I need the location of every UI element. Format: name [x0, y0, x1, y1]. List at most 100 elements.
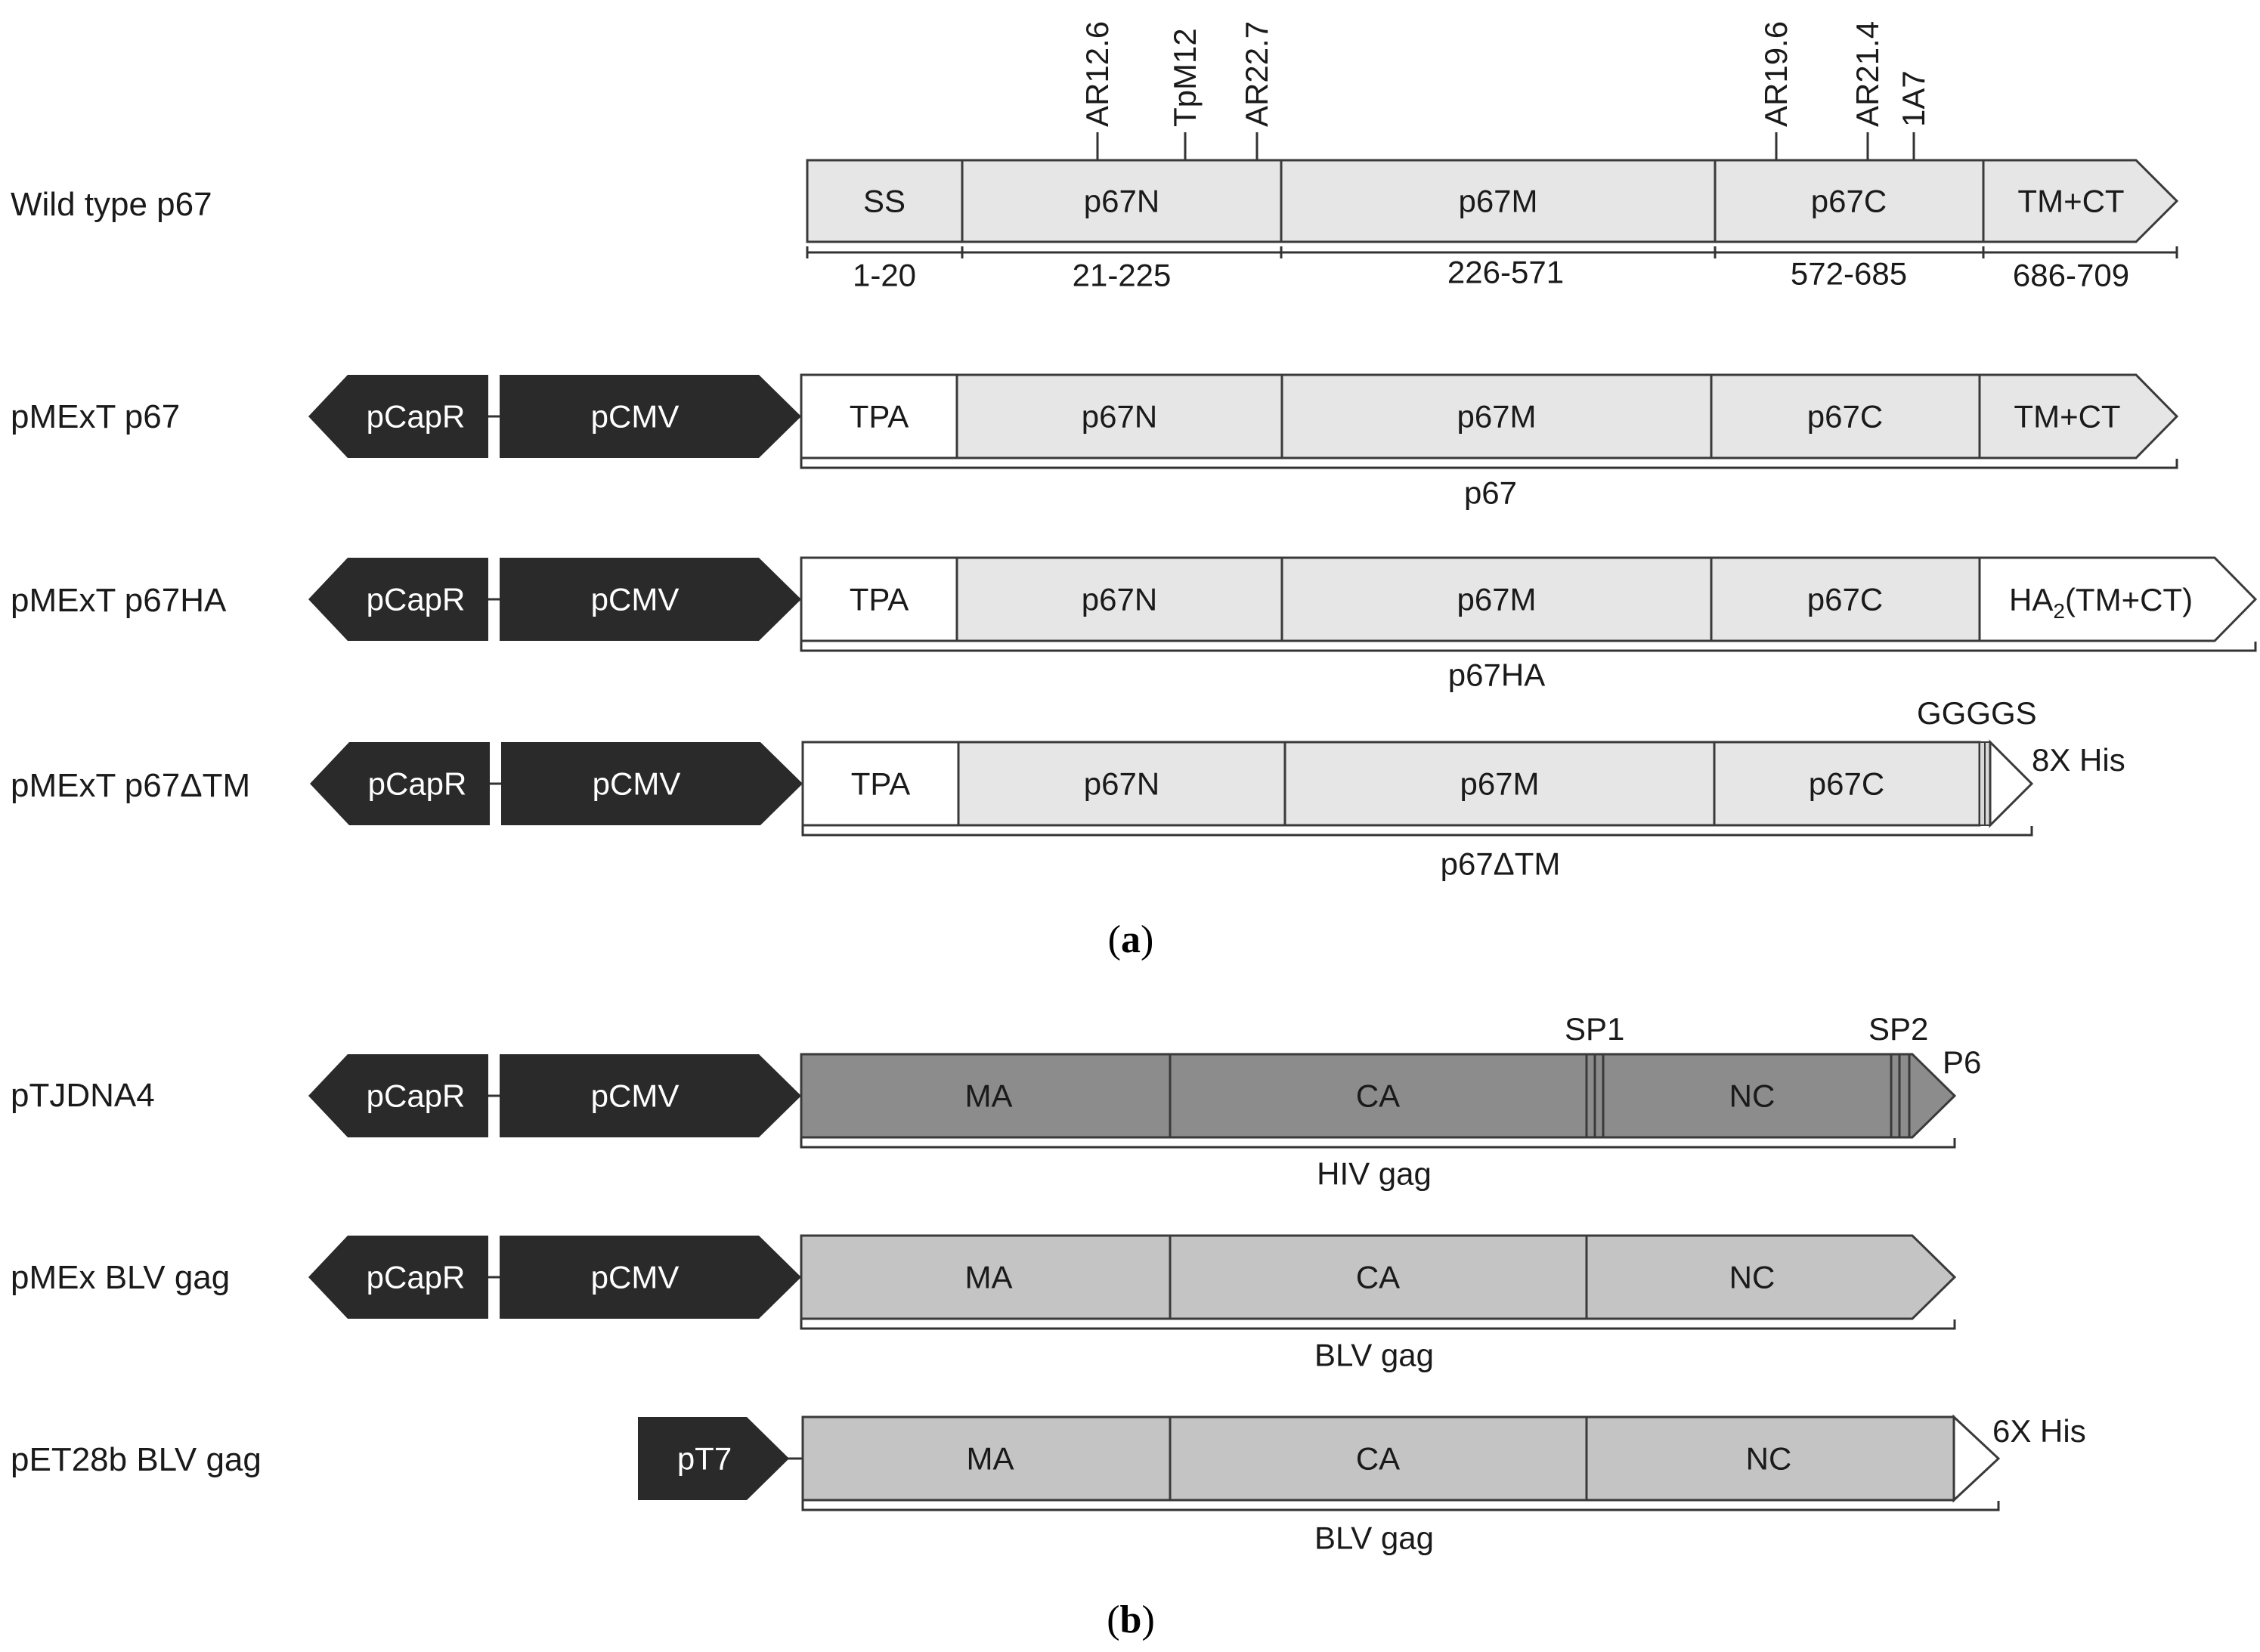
epitope-label: AR19.6	[1758, 21, 1794, 127]
segment-ca	[1169, 1234, 1588, 1320]
bracket	[801, 1501, 2000, 1511]
segment-p67c	[1710, 556, 1981, 642]
epitope-label: AR22.7	[1239, 21, 1274, 127]
row-label: pMEx BLV gag	[11, 1259, 230, 1296]
promoter-pt7	[638, 1417, 789, 1500]
segment-ma	[800, 1053, 1172, 1139]
bracket	[800, 1138, 1956, 1149]
promoter-pcapr	[308, 375, 488, 458]
row-label: pTJDNA4	[11, 1077, 155, 1114]
segment-label: p67C	[1807, 582, 1883, 617]
promoter-label: pCapR	[368, 766, 467, 802]
row-wild-type-p67: Wild type p67 AR12.6 TpM12 AR22.7 AR19.6…	[11, 21, 2179, 293]
segment-label: p67M	[1458, 184, 1537, 219]
segment-ma	[800, 1234, 1172, 1320]
promoter-label: pCapR	[367, 1078, 466, 1114]
promoter-pcapr	[308, 558, 488, 641]
his-tag-arrow	[1989, 739, 2034, 828]
segment-nc	[1585, 1415, 1955, 1502]
row-pet28b-blv-gag: pET28b BLV gag pT7 MA CA NC 6X His BLV g…	[11, 1413, 2086, 1556]
segment-label: NC	[1746, 1441, 1792, 1477]
epitope-label: TpM12	[1167, 28, 1203, 127]
segment-label: MA	[965, 1260, 1013, 1295]
marker-sp2: SP2	[1868, 1011, 1928, 1047]
bracket	[801, 826, 2033, 837]
segment-ss	[806, 159, 964, 243]
row-label: Wild type p67	[11, 186, 212, 223]
promoter-pcapr	[310, 742, 490, 825]
segment-label: NC	[1729, 1078, 1775, 1114]
promoter-pcmv	[500, 1054, 801, 1137]
promoter-label: pT7	[677, 1441, 732, 1477]
row-label: pMExT p67HA	[11, 582, 227, 619]
segment-label: CA	[1356, 1441, 1400, 1477]
row-label: pMExT p67ΔTM	[11, 767, 250, 804]
segment-label: NC	[1729, 1260, 1775, 1295]
linker-label: GGGGS	[1917, 695, 2037, 731]
panel-label-b: (b)	[1107, 1598, 1155, 1641]
row-pmext-p67ha: pMExT p67HA pCapR pCMV TPA p67N p67M p67…	[11, 556, 2258, 693]
segment-ma	[801, 1415, 1172, 1502]
bracket-label: p67	[1464, 475, 1517, 511]
promoter-label: pCMV	[591, 1260, 680, 1295]
bracket-label: BLV gag	[1314, 1338, 1434, 1373]
bracket-label: BLV gag	[1314, 1521, 1434, 1556]
promoter-label: pCapR	[367, 1260, 466, 1295]
segment-label: TPA	[851, 766, 911, 802]
segment-label: MA	[965, 1078, 1013, 1114]
promoter-pcmv	[500, 1236, 801, 1319]
panel-label-a: (a)	[1108, 918, 1154, 961]
bracket-label: p67ΔTM	[1441, 846, 1561, 882]
range-label: 572-685	[1791, 256, 1907, 292]
promoter-label: pCMV	[591, 399, 680, 435]
segment-tm-ct-arrow	[1982, 159, 2179, 243]
promoter-pcapr	[308, 1054, 488, 1137]
segment-p67n	[955, 373, 1283, 459]
bracket-label: HIV gag	[1317, 1156, 1432, 1192]
segment-tpa	[801, 741, 960, 827]
promoter-pcmv	[501, 742, 803, 825]
segment-p67m	[1280, 556, 1713, 642]
segment-label: MA	[967, 1441, 1014, 1477]
promoter-pcmv	[500, 558, 801, 641]
segment-p67m	[1283, 741, 1716, 827]
segment-tpa	[800, 556, 958, 642]
promoter-pcmv	[500, 375, 801, 458]
segment-tm-ct-arrow	[1978, 373, 2179, 459]
row-label: pMExT p67	[11, 398, 180, 435]
segment-label: p67N	[1082, 399, 1157, 435]
promoter-label: pCMV	[591, 582, 680, 617]
epitope-label: AR21.4	[1850, 21, 1885, 127]
segment-label: p67C	[1809, 766, 1884, 802]
segment-label: p67C	[1807, 399, 1883, 435]
segment-label: p67C	[1811, 184, 1887, 219]
promoter-label: pCMV	[593, 766, 681, 802]
segment-ha-tm-ct-arrow	[1978, 556, 2258, 642]
segment-label: TM+CT	[2014, 399, 2120, 435]
epitope-label: AR12.6	[1079, 21, 1115, 127]
segment-p67c	[1714, 159, 1985, 243]
bracket	[800, 1319, 1956, 1330]
promoter-pcapr	[308, 1236, 488, 1319]
row-pmext-p67: pMExT p67 pCapR pCMV TPA p67N p67M p67C …	[11, 373, 2179, 511]
tag-label: 8X His	[2032, 742, 2125, 778]
promoter-label: pCapR	[367, 582, 466, 617]
segment-label: p67M	[1457, 399, 1536, 435]
segment-label: p67N	[1082, 582, 1157, 617]
range-label: 686-709	[2013, 258, 2129, 293]
segment-label: SS	[863, 184, 906, 219]
segment-nc-arrow	[1585, 1234, 1957, 1320]
segment-p67c	[1713, 741, 1981, 827]
segment-p67n	[957, 741, 1286, 827]
row-ptjdna4: pTJDNA4 pCapR pCMV MA CA NC SP1 SP2 P6 H…	[11, 1011, 1981, 1192]
row-pmex-blv-gag: pMEx BLV gag pCapR pCMV MA CA NC BLV gag	[11, 1234, 1957, 1373]
bracket	[800, 459, 2178, 469]
promoter-label: pCMV	[591, 1078, 680, 1114]
bracket-label: p67HA	[1448, 657, 1545, 693]
his-tag-arrow	[1952, 1414, 2001, 1503]
row-pmext-p67dtm: pMExT p67ΔTM pCapR pCMV TPA p67N p67M p6…	[11, 695, 2125, 882]
marker-p6: P6	[1943, 1044, 1981, 1080]
range-label: 226-571	[1447, 255, 1564, 290]
segment-label: p67N	[1084, 184, 1159, 219]
